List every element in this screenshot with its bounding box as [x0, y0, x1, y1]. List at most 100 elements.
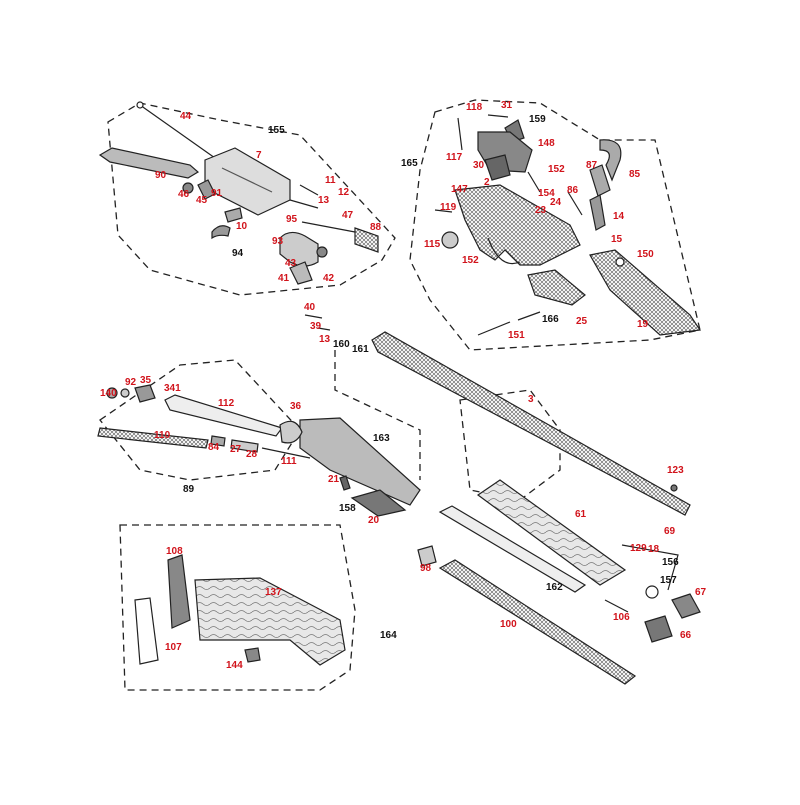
firing-pin-rod: [139, 104, 216, 159]
bolt-pin-13: [289, 199, 319, 209]
bolt-roller-a: [182, 182, 194, 194]
washer-157: [645, 585, 659, 599]
ring-27-28: [230, 439, 259, 453]
part-number-label-160: 160: [333, 339, 350, 350]
part-number-label-152: 152: [548, 164, 565, 175]
part-number-label-140: 140: [100, 388, 117, 399]
barrel-group: [299, 314, 691, 517]
yoke-36: [279, 420, 303, 444]
part-number-label-144: 144: [226, 660, 243, 671]
part-number-label-42: 42: [323, 273, 335, 284]
part-number-label-31: 31: [501, 100, 513, 111]
part-number-label-147: 147: [451, 184, 468, 195]
trigger-guard-147: [454, 184, 581, 266]
part-number-label-162: 162: [546, 582, 563, 593]
spring-86: [567, 191, 583, 216]
part-number-label-88: 88: [370, 222, 382, 233]
part-number-label-30: 30: [473, 160, 485, 171]
grip-cap-144: [244, 647, 261, 663]
stock-137: [194, 577, 346, 666]
part-number-label-129: 129: [630, 543, 647, 554]
bolt-rod-47: [301, 221, 356, 233]
part-number-label-46: 46: [178, 189, 190, 200]
link-41-42: [289, 261, 313, 285]
forend-61: [476, 479, 627, 586]
part-number-label-152: 152: [462, 255, 479, 266]
trigger-group: [434, 114, 702, 336]
pin-166: [517, 311, 541, 321]
part-number-label-28: 28: [246, 449, 258, 460]
washer-150: [615, 257, 625, 267]
cam-pin-43: [316, 246, 328, 258]
part-number-label-106: 106: [613, 612, 630, 623]
part-number-label-155: 155: [268, 125, 285, 136]
part-number-label-158: 158: [339, 503, 356, 514]
part-number-label-21: 21: [328, 474, 340, 485]
part-number-label-123: 123: [667, 465, 684, 476]
part-number-label-44: 44: [180, 111, 192, 122]
bracket-69: [621, 544, 679, 591]
nut-140: [106, 387, 118, 399]
mag-tube-162: [438, 505, 587, 593]
part-number-label-117: 117: [446, 152, 463, 163]
butt-plate-107: [134, 597, 159, 665]
part-number-label-7: 7: [256, 150, 262, 161]
part-number-label-86: 86: [567, 185, 579, 196]
part-number-label-151: 151: [508, 330, 525, 341]
group-outlines: [99, 99, 701, 691]
mag-cap-67: [671, 593, 701, 619]
part-number-label-39: 39: [310, 321, 322, 332]
part-number-label-12: 12: [338, 187, 350, 198]
bushing-115: [441, 231, 459, 249]
part-number-label-69: 69: [664, 526, 676, 537]
recoil-group: [97, 384, 311, 459]
part-number-label-148: 148: [538, 138, 555, 149]
bolt-body: [204, 147, 291, 216]
part-number-label-161: 161: [352, 344, 369, 355]
part-number-label-87: 87: [586, 160, 598, 171]
part-number-label-91: 91: [211, 188, 223, 199]
part-number-label-67: 67: [695, 587, 707, 598]
part-number-label-24: 24: [550, 197, 562, 208]
safety-87: [589, 164, 611, 197]
receiver-163: [299, 417, 421, 506]
lifter-85: [599, 139, 622, 182]
stock-group: [134, 554, 346, 666]
bolt-handle: [98, 147, 200, 179]
pin-106: [604, 599, 629, 613]
part-number-label-159: 159: [529, 114, 546, 125]
part-number-label-154: 154: [538, 188, 555, 199]
butt-pad-108: [167, 554, 191, 629]
part-number-label-108: 108: [166, 546, 183, 557]
part-number-label-85: 85: [629, 169, 641, 180]
cap-35: [134, 384, 156, 403]
part-number-label-93: 93: [272, 236, 284, 247]
part-number-label-25: 25: [576, 316, 588, 327]
pin-31: [487, 114, 509, 118]
pin-40: [304, 314, 323, 319]
part-number-label-45: 45: [196, 195, 208, 206]
pin-119: [434, 209, 453, 213]
part-number-label-14: 14: [613, 211, 625, 222]
action-bar-19: [589, 249, 702, 336]
part-number-label-150: 150: [637, 249, 654, 260]
part-number-label-165: 165: [401, 158, 418, 169]
part-number-label-92: 92: [125, 377, 137, 388]
part-number-label-118: 118: [466, 102, 483, 113]
part-number-label-157: 157: [660, 575, 677, 586]
part-number-label-18: 18: [648, 544, 660, 555]
part-number-label-20: 20: [368, 515, 380, 526]
part-number-label-137: 137: [265, 587, 282, 598]
part-number-label-89: 89: [183, 484, 195, 495]
ejector-21: [339, 475, 351, 491]
stock-group-outline: [119, 524, 356, 691]
part-number-label-3: 3: [528, 394, 534, 405]
part-number-label-98: 98: [420, 563, 432, 574]
spring-110: [97, 427, 209, 449]
part-number-label-90: 90: [155, 170, 167, 181]
bolt-key: [224, 207, 243, 223]
recoil-group-outline: [99, 359, 301, 481]
part-number-label-94: 94: [232, 248, 244, 259]
